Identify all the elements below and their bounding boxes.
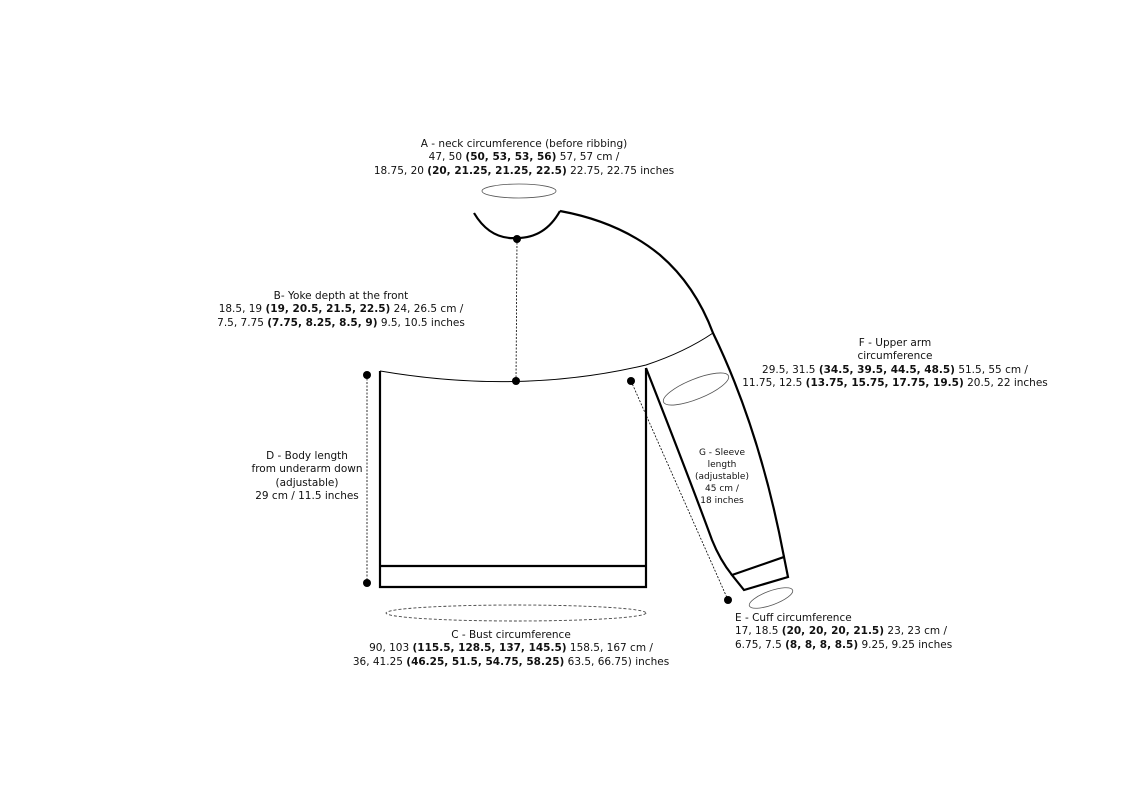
label-d-line4: 29 cm / 11.5 inches (255, 490, 359, 503)
label-neck-circumference: A - neck circumference (before ribbing) … (374, 138, 674, 178)
label-b-cm: 18.5, 19 (19, 20.5, 21.5, 22.5) 24, 26.5… (218, 303, 464, 316)
yoke-top-point (513, 235, 521, 243)
label-c-inches: 36, 41.25 (46.25, 51.5, 54.75, 58.25) 63… (352, 655, 670, 668)
sleeve-inner-line (644, 367, 733, 576)
upper-arm-ellipse (662, 372, 730, 406)
label-d-line3: (adjustable) (275, 476, 339, 489)
neckline-curve (473, 210, 561, 240)
body-length-top-point (363, 371, 371, 379)
label-e-cm: 17, 18.5 (20, 20, 20, 21.5) 23, 23 cm / (735, 625, 947, 638)
label-c-title: C - Bust circumference (451, 629, 571, 641)
label-d-line2: from underarm down (251, 463, 363, 476)
label-a-inches: 18.75, 20 (20, 21.25, 21.25, 22.5) 22.75… (373, 164, 675, 177)
label-f-line1: F - Upper arm (858, 337, 932, 349)
yoke-depth-measure-line (515, 238, 518, 382)
neck-circumference-ellipse (481, 183, 557, 199)
sleeve-length-bottom-point (724, 596, 732, 604)
label-b-title: B- Yoke depth at the front (273, 290, 409, 302)
label-a-title: A - neck circumference (before ribbing) (420, 138, 628, 150)
body-outline (378, 368, 648, 589)
label-g-line1: G - Sleeve (698, 448, 746, 458)
label-g-line5: 18 inches (700, 496, 744, 506)
label-yoke-depth: B- Yoke depth at the front 18.5, 19 (19,… (217, 290, 465, 330)
label-a-cm: 47, 50 (50, 53, 53, 56) 57, 57 cm / (428, 151, 620, 164)
label-sleeve-length: G - Sleeve length (adjustable) 45 cm / 1… (695, 447, 749, 507)
label-bust-circumference: C - Bust circumference 90, 103 (115.5, 1… (353, 629, 669, 669)
label-e-title: E - Cuff circumference (735, 612, 852, 624)
label-body-length: D - Body length from underarm down (adju… (252, 450, 363, 504)
cuff-ellipse (748, 587, 794, 609)
label-c-cm: 90, 103 (115.5, 128.5, 137, 145.5) 158.5… (369, 642, 653, 655)
sleeve-cuff (730, 555, 790, 592)
sleeve-length-top-point (627, 377, 635, 385)
label-b-inches: 7.5, 7.75 (7.75, 8.25, 8.5, 9) 9.5, 10.5… (217, 316, 465, 329)
label-upper-arm-circumference: F - Upper arm circumference 29.5, 31.5 (… (742, 337, 1048, 391)
yoke-bottom-point (512, 377, 520, 385)
sleeve-length-measure-line (630, 380, 729, 601)
bust-ellipse (385, 604, 647, 622)
label-cuff-circumference: E - Cuff circumference 17, 18.5 (20, 20,… (735, 612, 952, 652)
label-d-line1: D - Body length (266, 450, 348, 462)
label-g-line2: length (707, 460, 737, 470)
label-f-inches: 11.75, 12.5 (13.75, 15.75, 17.75, 19.5) … (742, 377, 1048, 390)
label-f-cm: 29.5, 31.5 (34.5, 39.5, 44.5, 48.5) 51.5… (762, 363, 1028, 376)
label-f-line2: circumference (857, 350, 933, 363)
label-e-inches: 6.75, 7.5 (8, 8, 8, 8.5) 9.25, 9.25 inch… (735, 638, 953, 651)
yoke-line (379, 332, 714, 383)
label-g-line3: (adjustable) (695, 472, 749, 482)
body-length-bottom-point (363, 579, 371, 587)
shoulder-sleeve-outer-line (559, 209, 786, 558)
label-g-line4: 45 cm / (705, 484, 739, 494)
